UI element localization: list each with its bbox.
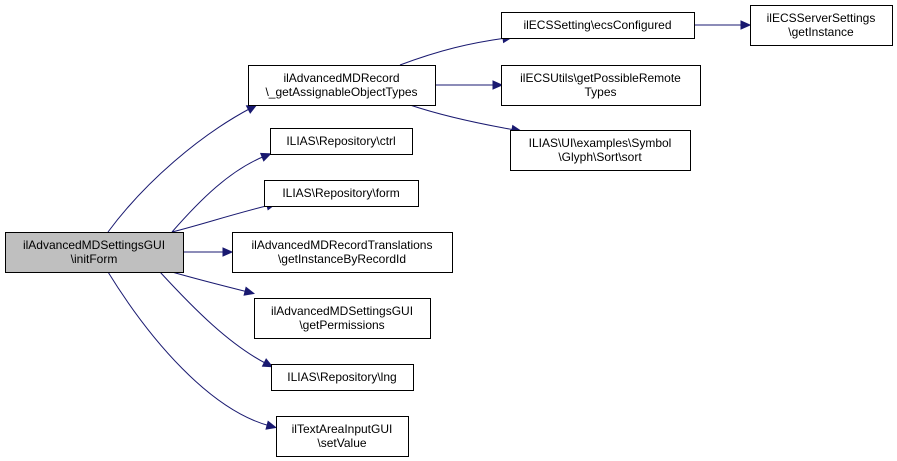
arrowhead-icon [740,20,752,30]
node-serverSettings[interactable]: ilECSServerSettings\getInstance [750,5,893,46]
node-label-line: ILIAS\Repository\ctrl [286,134,395,148]
edge-root-to-setValue [107,271,277,430]
edge-line [171,155,266,233]
node-label-line: ilECSServerSettings [767,11,876,25]
edges-layer [107,20,752,430]
node-getAssignable[interactable]: ilAdvancedMDRecord\_getAssignableObjectT… [248,65,436,106]
edge-line [107,271,271,427]
node-label-line: ilECSSetting\ecsConfigured [523,18,671,32]
node-box[interactable] [248,65,436,106]
edge-root-to-lng [159,271,274,368]
edge-line [399,37,507,66]
edge-line [171,204,271,233]
edge-line [159,271,268,365]
node-box[interactable] [501,65,701,106]
node-box[interactable] [750,5,893,46]
node-label-line: ILIAS\Repository\lng [287,370,396,384]
node-symbolSort[interactable]: ILIAS\UI\examples\Symbol\Glyph\Sort\sort [510,130,691,171]
edge-root-to-form [171,201,278,233]
node-box[interactable] [510,130,691,171]
node-translations[interactable]: ilAdvancedMDRecordTranslations\getInstan… [232,232,453,273]
node-label-line: \Glyph\Sort\sort [558,150,642,164]
node-label-line: ilAdvancedMDRecord [283,71,399,85]
node-box[interactable] [276,416,409,457]
node-lng[interactable]: ILIAS\Repository\lng [271,364,414,391]
edge-root-to-translations [183,247,234,257]
edge-getAssignable-to-symbolSort [409,104,523,135]
arrowhead-icon [265,420,277,430]
node-box[interactable] [501,12,695,39]
nodes-layer: ilAdvancedMDSettingsGUI\initFormilAdvanc… [5,5,893,457]
node-box[interactable] [254,298,431,339]
node-label-line: ilAdvancedMDSettingsGUI [271,304,413,318]
node-box[interactable] [5,232,184,273]
node-label-line: ilAdvancedMDSettingsGUI [23,238,165,252]
node-permissions[interactable]: ilAdvancedMDSettingsGUI\getPermissions [254,298,431,339]
node-label-line: \getInstance [788,25,854,39]
edge-getAssignable-to-ecsConfigured [399,33,514,66]
node-box[interactable] [232,232,453,273]
edge-getAssignable-to-possibleRemote [435,80,504,90]
arrowhead-icon [261,358,274,368]
node-label-line: \getInstanceByRecordId [278,252,406,266]
node-label-line: \setValue [317,436,366,450]
edge-root-to-getAssignable [107,104,258,233]
edge-root-to-permissions [171,271,256,296]
edge-line [171,271,249,293]
node-form[interactable]: ILIAS\Repository\form [264,180,419,207]
arrowhead-icon [243,286,256,296]
node-setValue[interactable]: ilTextAreaInputGUI\setValue [276,416,409,457]
edge-line [409,104,516,131]
arrowhead-icon [245,104,258,114]
node-box[interactable] [264,180,419,207]
node-label-line: ILIAS\UI\examples\Symbol [529,136,672,150]
node-label-line: \_getAssignableObjectTypes [265,85,417,99]
arrowhead-icon [492,80,504,90]
edge-ecsConfigured-to-serverSettings [694,20,752,30]
node-label-line: ilECSUtils\getPossibleRemote [520,71,681,85]
node-root[interactable]: ilAdvancedMDSettingsGUI\initForm [5,232,184,273]
node-label-line: ilTextAreaInputGUI [292,422,393,436]
arrowhead-icon [259,152,272,162]
node-box[interactable] [271,364,414,391]
node-label-line: \initForm [71,252,118,266]
node-ctrl[interactable]: ILIAS\Repository\ctrl [270,128,413,155]
node-box[interactable] [270,128,413,155]
node-label-line: \getPermissions [299,318,384,332]
node-label-line: ilAdvancedMDRecordTranslations [252,238,433,252]
arrowhead-icon [222,247,234,257]
edge-root-to-ctrl [171,152,272,233]
node-ecsConfigured[interactable]: ilECSSetting\ecsConfigured [501,12,695,39]
node-label-line: Types [584,85,616,99]
edge-line [107,107,252,233]
node-label-line: ILIAS\Repository\form [282,186,399,200]
